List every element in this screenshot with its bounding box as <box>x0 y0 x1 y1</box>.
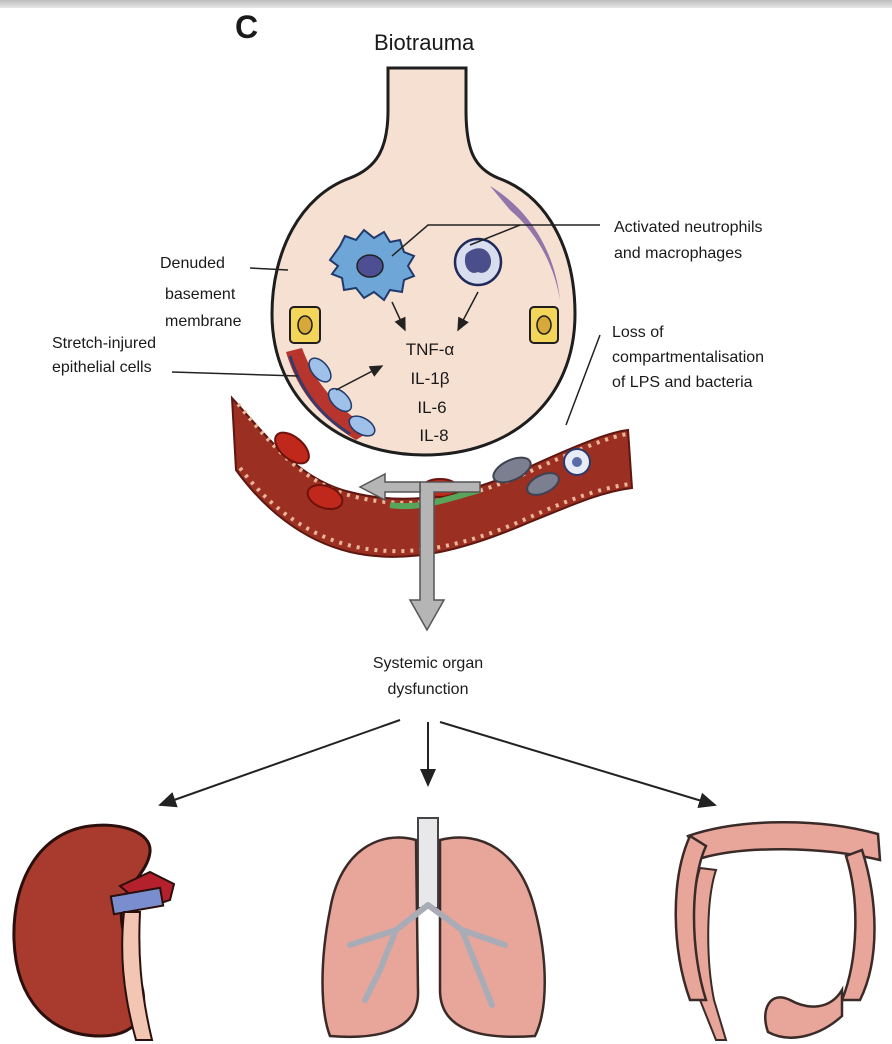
cytokine-tnf: TNF-α <box>406 340 455 359</box>
neutrophil <box>455 239 501 285</box>
label-systemic-2: dysfunction <box>388 681 469 698</box>
epithelial-cell-right <box>530 307 558 343</box>
label-systemic-1: Systemic organ <box>373 655 483 672</box>
figure-title: Biotrauma <box>374 30 475 55</box>
label-loss-3: of LPS and bacteria <box>612 374 753 391</box>
label-loss-2: compartmentalisation <box>612 349 764 366</box>
label-stretch-2: epithelial cells <box>52 359 152 376</box>
label-activated-2: and macrophages <box>614 245 742 262</box>
label-activated-1: Activated neutrophils <box>614 219 763 236</box>
label-denuded-2: basement <box>165 286 236 303</box>
alveolus <box>272 68 575 455</box>
label-loss-1: Loss of <box>612 324 664 341</box>
intestine <box>676 822 880 1040</box>
label-denuded-1: Denuded <box>160 255 225 272</box>
panel-letter: C <box>235 9 258 45</box>
organ-arrows <box>160 720 715 805</box>
cytokine-il6: IL-6 <box>417 398 446 417</box>
label-denuded-3: membrane <box>165 313 242 330</box>
lungs <box>323 818 545 1037</box>
cytokine-il1b: IL-1β <box>410 369 449 388</box>
kidney <box>14 825 174 1040</box>
cytokine-il8: IL-8 <box>419 426 448 445</box>
label-stretch-1: Stretch-injured <box>52 335 156 352</box>
epithelial-cell-left <box>290 307 320 343</box>
